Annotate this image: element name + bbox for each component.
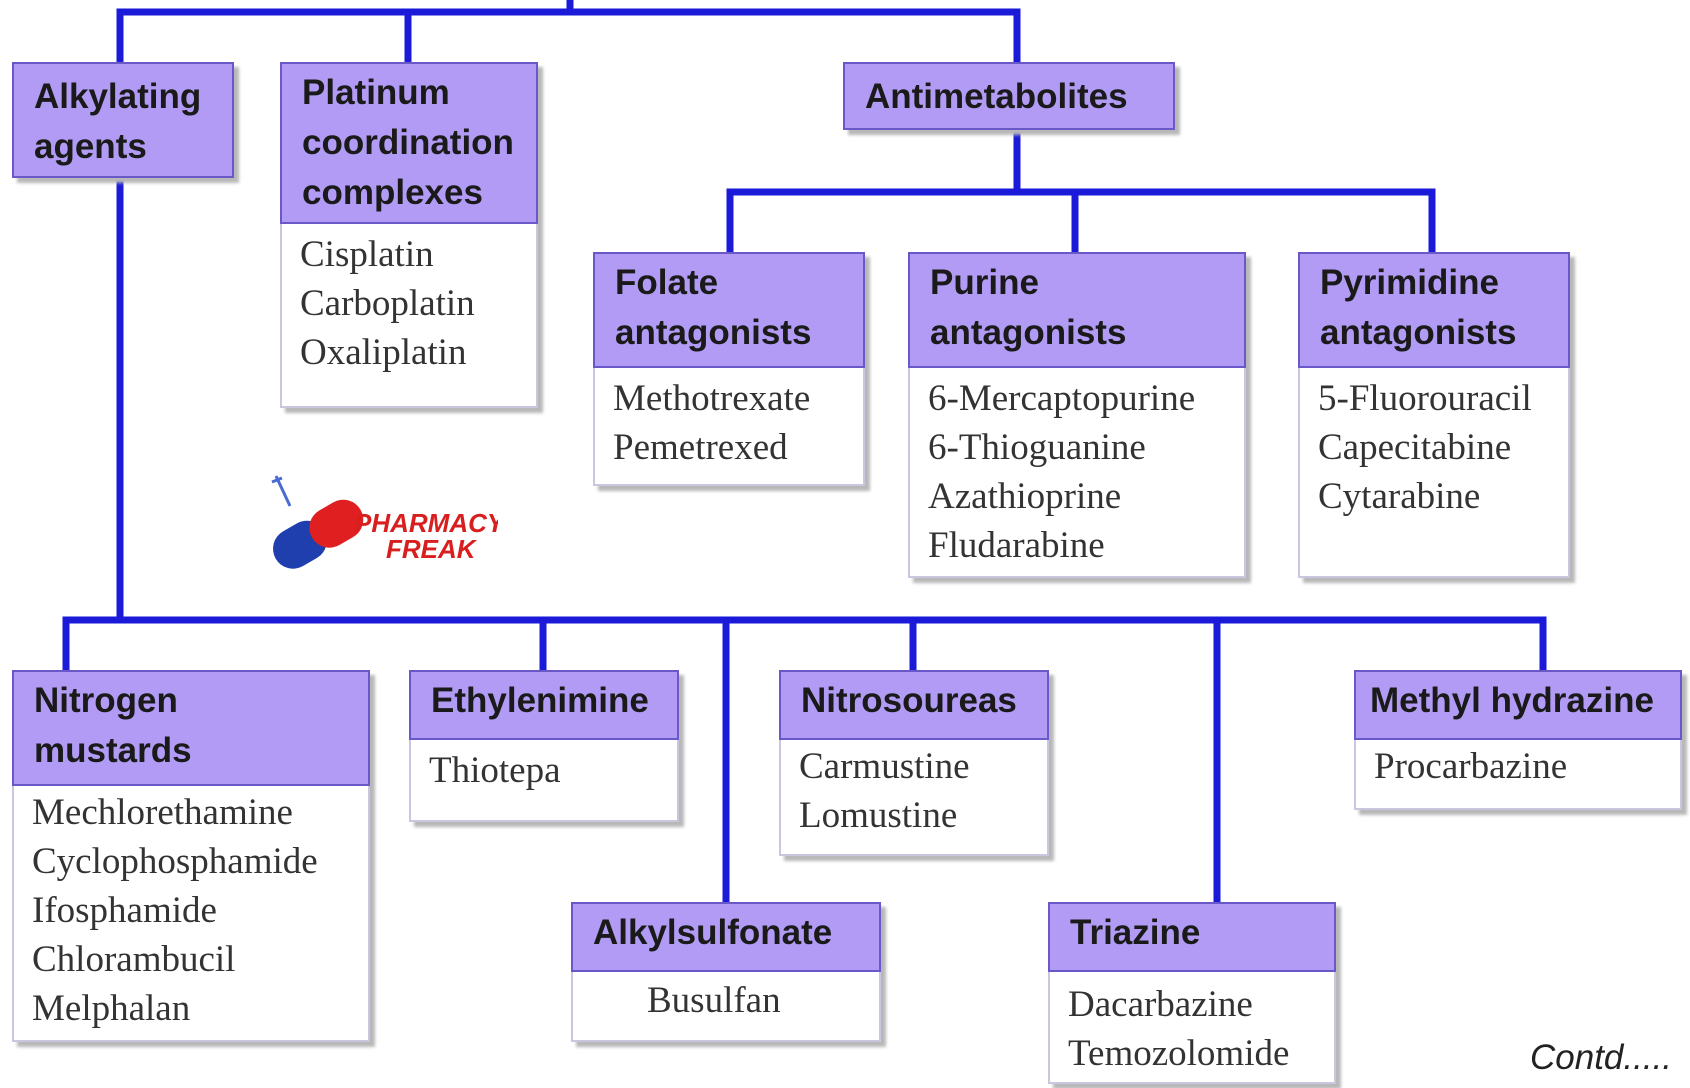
antimetabolites-title: Antimetabolites bbox=[865, 77, 1128, 116]
pyrimidine-header: Pyrimidine antagonists bbox=[1298, 252, 1570, 368]
platinum-drug-list: Cisplatin Carboplatin Oxaliplatin bbox=[282, 224, 536, 377]
nitrosoureas-drug-list: Carmustine Lomustine bbox=[781, 740, 1047, 840]
platinum-header: Platinum coordination complexes bbox=[280, 62, 538, 224]
pyrimidine-drug-list: 5-Fluorouracil Capecitabine Cytarabine bbox=[1300, 368, 1568, 521]
drug-name: Mechlorethamine bbox=[32, 792, 293, 833]
drug-name: Cytarabine bbox=[1318, 476, 1481, 517]
folate-antagonists-box: Folate antagonists Methotrexate Pemetrex… bbox=[593, 252, 865, 486]
drug-name: Fludarabine bbox=[928, 525, 1105, 566]
triazine-box: Triazine Dacarbazine Temozolomide bbox=[1048, 902, 1336, 1084]
ethylenimine-drug-list: Thiotepa bbox=[411, 740, 677, 795]
drug-name: Thiotepa bbox=[429, 750, 561, 791]
drug-name: Methotrexate bbox=[613, 378, 811, 419]
drug-name: Melphalan bbox=[32, 988, 191, 1029]
drug-name: Chlorambucil bbox=[32, 939, 236, 980]
drug-name: Busulfan bbox=[647, 980, 781, 1021]
nitrogen-mustards-header: Nitrogen mustards bbox=[12, 670, 370, 786]
drug-name: Procarbazine bbox=[1374, 746, 1568, 787]
alkylating-title-line-2: agents bbox=[34, 127, 147, 166]
platinum-title-line-3: complexes bbox=[302, 173, 483, 212]
folate-drug-list: Methotrexate Pemetrexed bbox=[595, 368, 863, 472]
pyrimidine-title-line-1: Pyrimidine bbox=[1320, 263, 1499, 302]
purine-title-line-1: Purine bbox=[930, 263, 1039, 302]
drug-name: Azathioprine bbox=[928, 476, 1122, 517]
triazine-drug-list: Dacarbazine Temozolomide bbox=[1050, 972, 1334, 1078]
alkylating-title-line-1: Alkylating bbox=[34, 77, 202, 116]
alkylsulfonate-drug-list: Busulfan bbox=[573, 972, 879, 1025]
triazine-title: Triazine bbox=[1070, 913, 1201, 952]
folate-title-line-2: antagonists bbox=[615, 313, 812, 352]
drug-name: Temozolomide bbox=[1068, 1033, 1290, 1074]
purine-antagonists-box: Purine antagonists 6-Mercaptopurine 6-Th… bbox=[908, 252, 1246, 578]
purine-header: Purine antagonists bbox=[908, 252, 1246, 368]
pyrimidine-antagonists-box: Pyrimidine antagonists 5-Fluorouracil Ca… bbox=[1298, 252, 1570, 578]
pyrimidine-title-line-2: antagonists bbox=[1320, 313, 1517, 352]
drug-name: Carmustine bbox=[799, 746, 970, 787]
alkylating-agents-box: Alkylating agents bbox=[12, 62, 234, 178]
folate-title-line-1: Folate bbox=[615, 263, 719, 302]
drug-name: Ifosphamide bbox=[32, 890, 217, 931]
drug-name: Cyclophosphamide bbox=[32, 841, 318, 882]
methyl-hydrazine-title: Methyl hydrazine bbox=[1370, 681, 1654, 720]
drug-name: Dacarbazine bbox=[1068, 984, 1253, 1025]
continued-label: Contd..... bbox=[1530, 1038, 1673, 1077]
platinum-box: Platinum coordination complexes Cisplati… bbox=[280, 62, 538, 408]
nitrogen-mustards-box: Nitrogen mustards Mechlorethamine Cyclop… bbox=[12, 670, 370, 1042]
alkylsulfonate-header: Alkylsulfonate bbox=[571, 902, 881, 972]
drug-name: Lomustine bbox=[799, 795, 958, 836]
drug-name: Oxaliplatin bbox=[300, 332, 467, 373]
folate-header: Folate antagonists bbox=[593, 252, 865, 368]
nitrogen-mustards-title-line-2: mustards bbox=[34, 731, 192, 770]
drug-name: Cisplatin bbox=[300, 234, 434, 275]
antimetabolites-box: Antimetabolites bbox=[843, 62, 1175, 130]
ethylenimine-title: Ethylenimine bbox=[431, 681, 649, 720]
nitrosoureas-title: Nitrosoureas bbox=[801, 681, 1017, 720]
pharmacy-freak-logo: PHARMACY FREAK bbox=[271, 475, 498, 569]
purine-drug-list: 6-Mercaptopurine 6-Thioguanine Azathiopr… bbox=[910, 368, 1244, 570]
methyl-hydrazine-header: Methyl hydrazine bbox=[1354, 670, 1682, 740]
drug-name: 6-Mercaptopurine bbox=[928, 378, 1196, 419]
drug-name: Carboplatin bbox=[300, 283, 475, 324]
drug-name: Capecitabine bbox=[1318, 427, 1512, 468]
nitrogen-mustards-title-line-1: Nitrogen bbox=[34, 681, 178, 720]
alkylsulfonate-box: Alkylsulfonate Busulfan bbox=[571, 902, 881, 1042]
nitrosoureas-header: Nitrosoureas bbox=[779, 670, 1049, 740]
platinum-title-line-2: coordination bbox=[302, 123, 514, 162]
ethylenimine-header: Ethylenimine bbox=[409, 670, 679, 740]
platinum-title-line-1: Platinum bbox=[302, 73, 450, 112]
drug-name: 6-Thioguanine bbox=[928, 427, 1146, 468]
ethylenimine-box: Ethylenimine Thiotepa bbox=[409, 670, 679, 822]
nitrosoureas-box: Nitrosoureas Carmustine Lomustine bbox=[779, 670, 1049, 856]
drug-name: 5-Fluorouracil bbox=[1318, 378, 1532, 419]
triazine-header: Triazine bbox=[1048, 902, 1336, 972]
alkylsulfonate-title: Alkylsulfonate bbox=[593, 913, 833, 952]
logo-text-line-2: FREAK bbox=[386, 534, 478, 564]
purine-title-line-2: antagonists bbox=[930, 313, 1127, 352]
methyl-hydrazine-drug-list: Procarbazine bbox=[1356, 740, 1680, 791]
nitrogen-mustards-drug-list: Mechlorethamine Cyclophosphamide Ifospha… bbox=[14, 786, 368, 1033]
methyl-hydrazine-box: Methyl hydrazine Procarbazine bbox=[1354, 670, 1682, 810]
drug-name: Pemetrexed bbox=[613, 427, 788, 468]
logo-text-line-1: PHARMACY bbox=[354, 508, 498, 538]
